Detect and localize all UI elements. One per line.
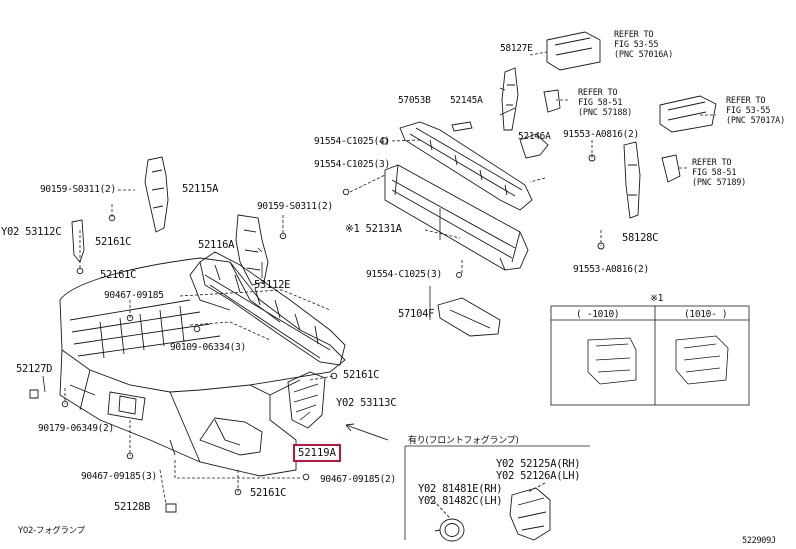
- part-label-90467-c[interactable]: 90467-09185(2): [320, 474, 396, 485]
- refer-line: FIG 58-51: [692, 168, 737, 178]
- part-label-57053b[interactable]: 57053B: [398, 95, 431, 106]
- left-stay: [29, 219, 85, 399]
- part-label-91553-a[interactable]: 91553-A0816(2): [563, 129, 639, 140]
- part-label-52145a[interactable]: 52145A: [450, 95, 483, 106]
- detail-table: [550, 305, 750, 406]
- part-label-53112e[interactable]: 53112E: [254, 279, 291, 291]
- refer-note-57016a[interactable]: REFER TO FIG 53-55 (PNC 57016A): [614, 30, 673, 60]
- part-label-52131a[interactable]: ※1 52131A: [345, 223, 402, 235]
- part-label-52115a[interactable]: 52115A: [182, 183, 219, 195]
- part-label-52127d[interactable]: 52127D: [16, 363, 53, 375]
- clips: [451, 121, 549, 159]
- leader-lines: [64, 51, 716, 505]
- side-bracket-left-upper: [235, 214, 269, 286]
- part-label-52161c-b[interactable]: 52161C: [100, 269, 137, 281]
- stay-58128c: [623, 141, 641, 219]
- refer-line: FIG 53-55: [614, 40, 659, 50]
- part-label-y02-52125a[interactable]: Y02 52125A(RH): [496, 458, 581, 470]
- refer-line: (PNC 57189): [692, 178, 747, 188]
- refer-note-57188[interactable]: REFER TO FIG 58-51 (PNC 57188): [578, 88, 632, 118]
- part-label-y02-53112c[interactable]: Y02 53112C: [1, 226, 62, 238]
- part-label-90179[interactable]: 90179-06349(2): [38, 423, 114, 434]
- part-label-90467-b[interactable]: 90467-09185(3): [81, 471, 157, 482]
- table-note-mark: ※1: [650, 293, 664, 304]
- ref-part-3: [659, 95, 717, 133]
- fog-cover-drawing: [287, 371, 326, 429]
- grille-retainer-drawing: [189, 251, 346, 366]
- fog-section: [404, 445, 590, 542]
- refer-note-57017a[interactable]: REFER TO FIG 53-55 (PNC 57017A): [726, 96, 785, 126]
- bracket-52115a: [144, 156, 169, 233]
- refer-line: FIG 53-55: [726, 106, 771, 116]
- part-label-91553-b[interactable]: 91553-A0816(2): [573, 264, 649, 275]
- table-col-right: (1010- ): [684, 309, 728, 320]
- part-label-52128b[interactable]: 52128B: [114, 501, 151, 513]
- refer-line: (PNC 57016A): [614, 50, 674, 60]
- refer-line: (PNC 57017A): [726, 116, 786, 126]
- part-label-52116a[interactable]: 52116A: [198, 239, 235, 251]
- part-label-58128c[interactable]: 58128C: [622, 232, 659, 244]
- part-label-90109[interactable]: 90109-06334(3): [170, 342, 246, 353]
- part-label-52161c-d[interactable]: 52161C: [250, 487, 287, 499]
- part-label-90159-b[interactable]: 90159-S0311(2): [257, 201, 333, 212]
- part-label-91554-3a[interactable]: 91554-C1025(3): [314, 159, 390, 170]
- refer-note-57189[interactable]: REFER TO FIG 58-51 (PNC 57189): [692, 158, 746, 188]
- part-label-52119a-highlighted[interactable]: 52119A: [293, 444, 341, 462]
- ref-part-2: [543, 89, 561, 113]
- ref-part-4: [661, 154, 681, 183]
- part-label-y02-53113c[interactable]: Y02 53113C: [336, 397, 397, 409]
- part-label-52146a[interactable]: 52146A: [518, 131, 551, 142]
- part-label-91554-4[interactable]: 91554-C1025(4): [314, 136, 390, 147]
- ref-part-1: [546, 31, 601, 71]
- pointer-arrow: [345, 423, 389, 441]
- part-label-57104f[interactable]: 57104F: [398, 308, 435, 320]
- fog-lamp-section-title: 有り(フロントフォグランプ): [408, 436, 519, 446]
- refer-line: (PNC 57188): [578, 108, 633, 118]
- part-label-y02-81481e[interactable]: Y02 81481E(RH): [418, 483, 503, 495]
- under-cover: [437, 297, 501, 337]
- table-col-left: ( -1010): [576, 309, 620, 320]
- upper-support: [399, 121, 533, 211]
- figure-id: 522909J: [742, 536, 776, 546]
- refer-line: REFER TO: [578, 88, 618, 98]
- part-label-91554-3b[interactable]: 91554-C1025(3): [366, 269, 442, 280]
- part-label-y02-52126a[interactable]: Y02 52126A(LH): [496, 470, 581, 482]
- part-label-52161c-c[interactable]: 52161C: [343, 369, 380, 381]
- footnote: Y02-フォグランプ: [18, 526, 85, 536]
- reinforcement-bar: [384, 164, 529, 271]
- part-label-52161c-a[interactable]: 52161C: [95, 236, 132, 248]
- part-label-90467-a[interactable]: 90467-09185: [104, 290, 164, 301]
- stay-58127e: [501, 67, 519, 131]
- refer-line: REFER TO: [726, 96, 766, 106]
- refer-line: FIG 58-51: [578, 98, 623, 108]
- fasteners: [61, 137, 605, 513]
- part-label-y02-81482c[interactable]: Y02 81482C(LH): [418, 495, 503, 507]
- refer-line: REFER TO: [614, 30, 654, 40]
- part-label-90159-a[interactable]: 90159-S0311(2): [40, 184, 116, 195]
- solid-leaders: [42, 87, 516, 421]
- refer-line: REFER TO: [692, 158, 732, 168]
- part-label-58127e[interactable]: 58127E: [500, 43, 533, 54]
